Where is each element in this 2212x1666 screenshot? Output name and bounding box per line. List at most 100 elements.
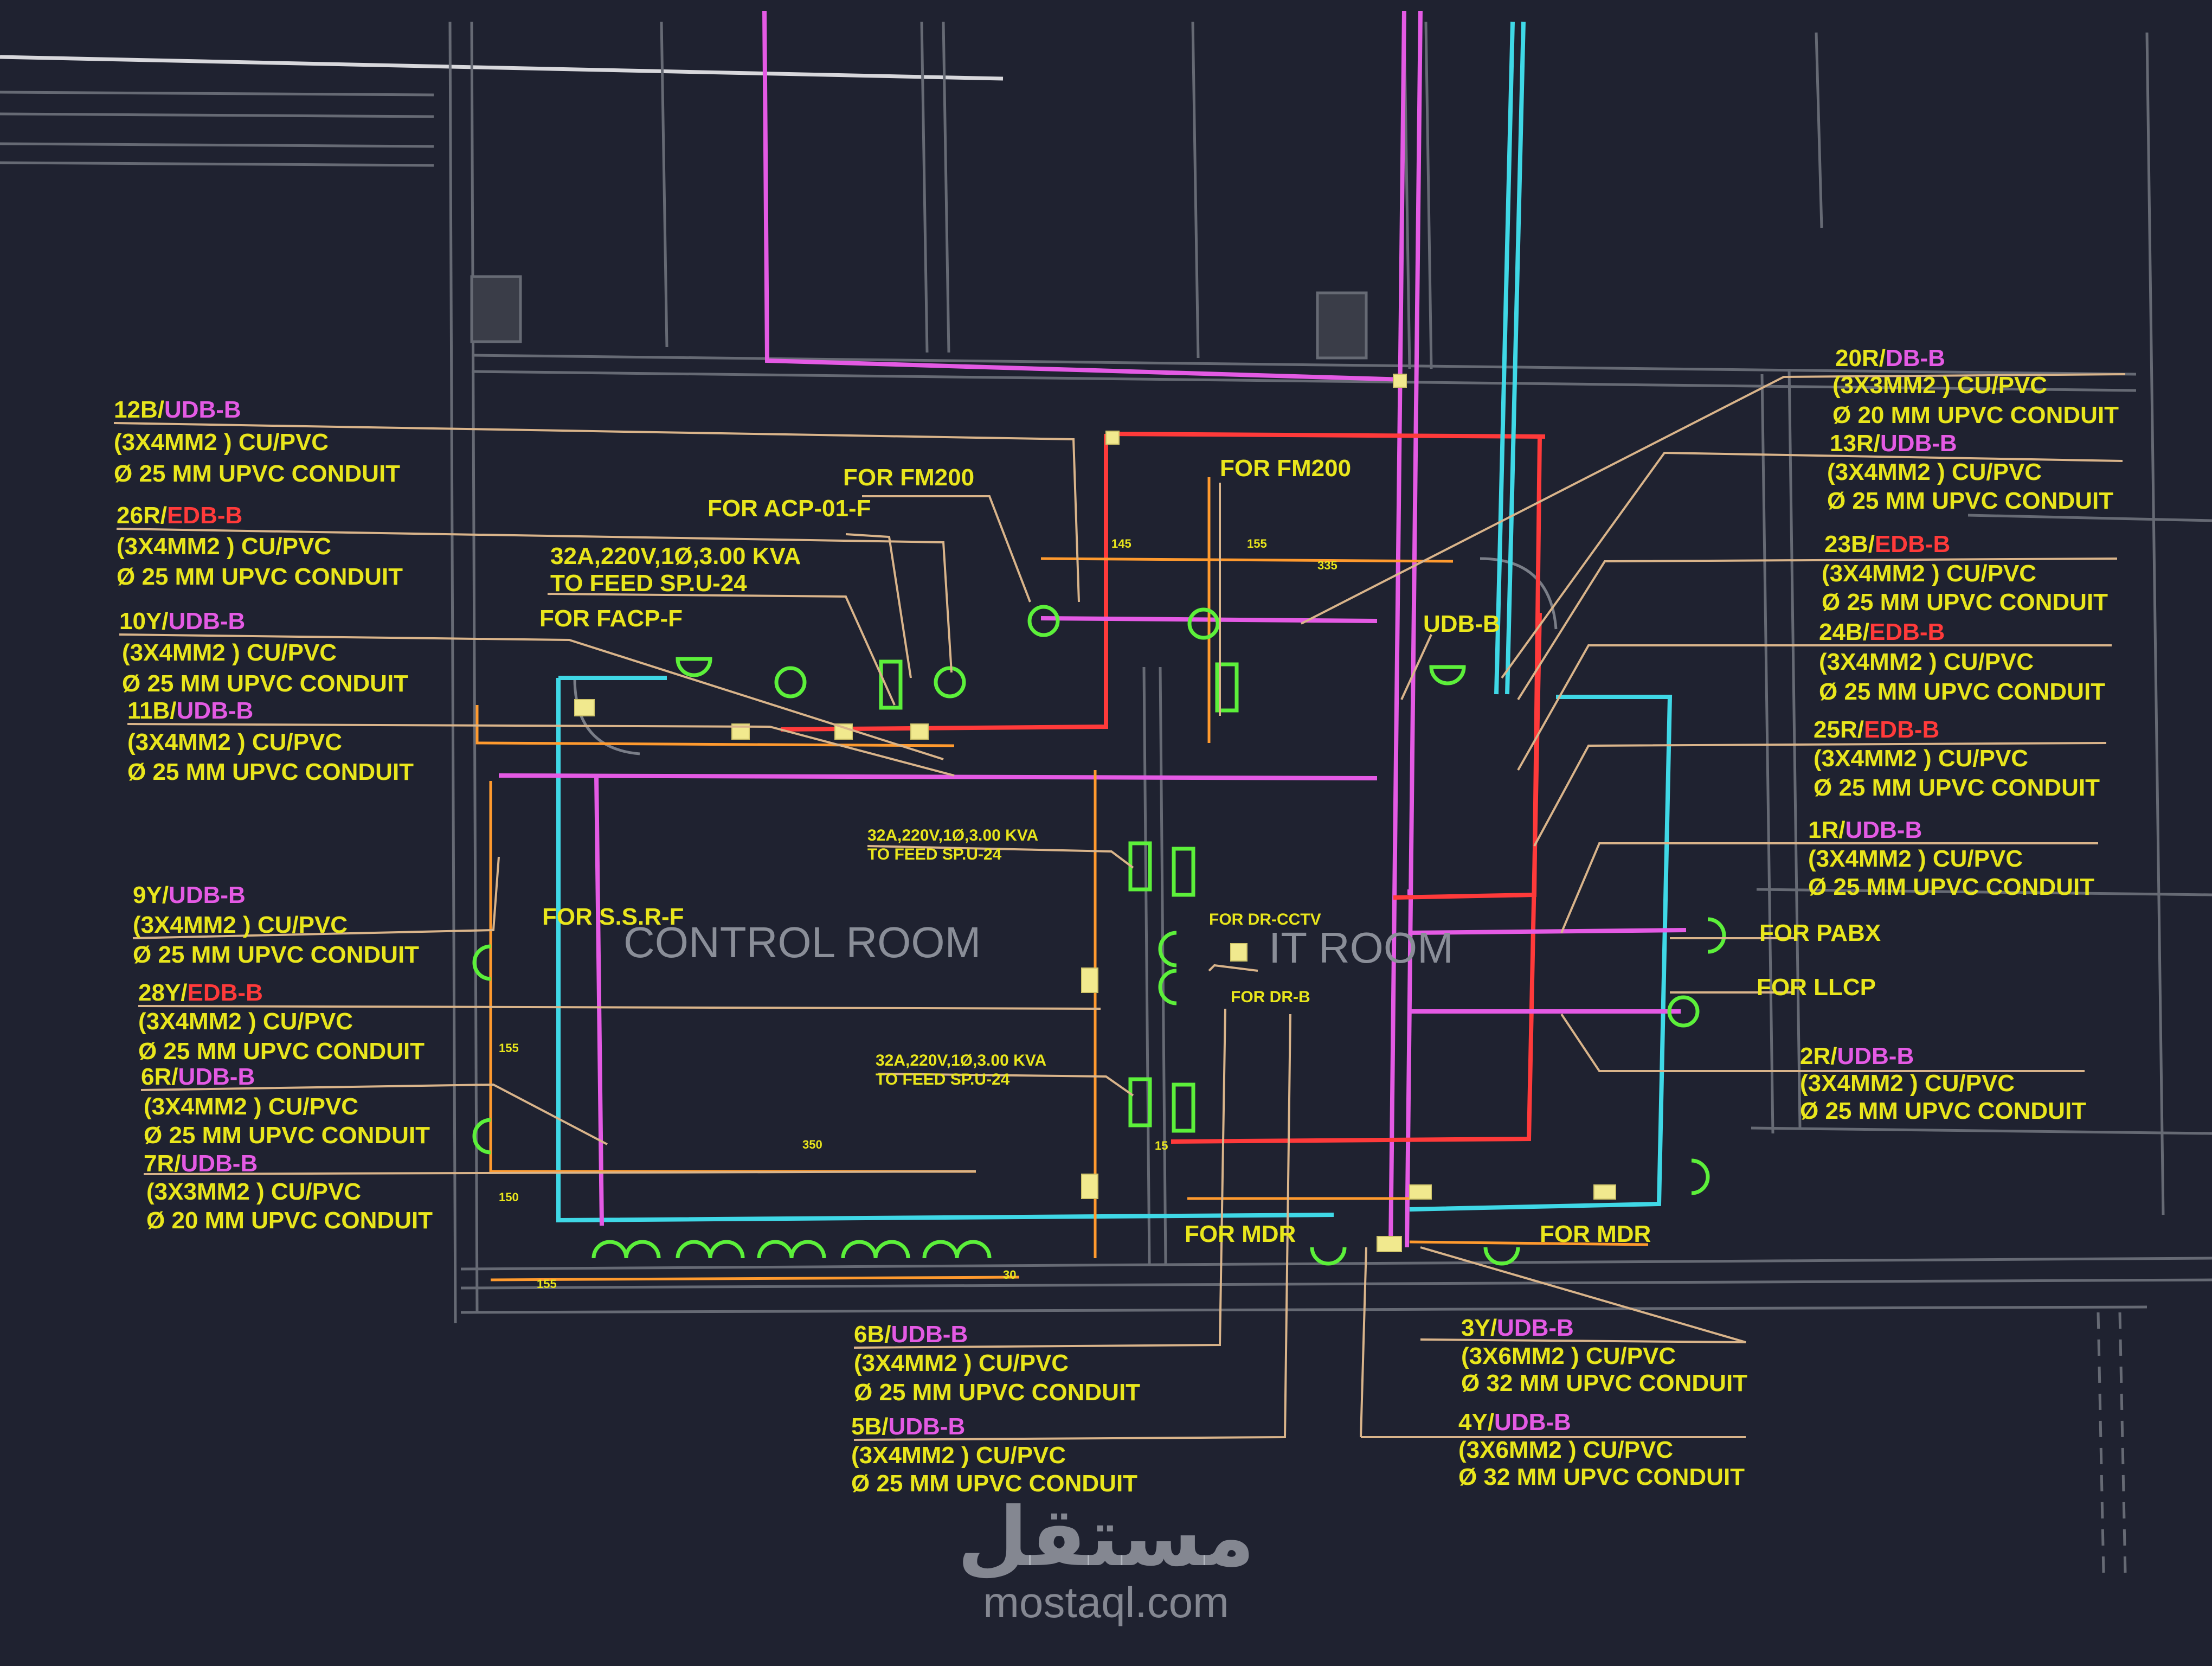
svg-text:Ø 25 MM UPVC CONDUIT: Ø 25 MM UPVC CONDUIT	[1822, 589, 2108, 616]
label-feed-small-1-title: 32A,220V,1Ø,3.00 KVA	[867, 826, 1038, 844]
svg-text:Ø 25 MM UPVC CONDUIT: Ø 25 MM UPVC CONDUIT	[1819, 678, 2105, 705]
svg-text:(3X4MM2 ) CU/PVC: (3X4MM2 ) CU/PVC	[122, 639, 337, 666]
socket-acp-icon	[774, 666, 807, 699]
svg-text:(3X4MM2 ) CU/PVC: (3X4MM2 ) CU/PVC	[1822, 560, 2036, 587]
svg-text:20R/DB-B: 20R/DB-B	[1835, 345, 1945, 371]
svg-text:Ø 32 MM UPVC CONDUIT: Ø 32 MM UPVC CONDUIT	[1461, 1370, 1747, 1396]
socket-llcp-icon	[1667, 995, 1700, 1028]
room-label-it: IT ROOM	[1269, 924, 1454, 972]
socket-dr-b-icon	[1158, 969, 1177, 1005]
svg-text:(3X4MM2 ) CU/PVC: (3X4MM2 ) CU/PVC	[1800, 1070, 2015, 1097]
svg-text:Ø 20 MM UPVC CONDUIT: Ø 20 MM UPVC CONDUIT	[1832, 402, 2119, 428]
floor-socket-2-icon	[624, 1240, 661, 1259]
panel-acp-icon	[879, 659, 903, 710]
circuit-block-2r: 2R/UDB-B (3X4MM2 ) CU/PVC Ø 25 MM UPVC C…	[1800, 1043, 2086, 1124]
circuit-block-20r: 20R/DB-B (3X3MM2 ) CU/PVC Ø 20 MM UPVC C…	[1832, 345, 2119, 428]
circuit-block-10y: 10Y/UDB-B (3X4MM2 ) CU/PVC Ø 25 MM UPVC …	[119, 608, 408, 697]
watermark-latin: mostaql.com	[983, 1578, 1229, 1626]
svg-text:23B/EDB-B: 23B/EDB-B	[1824, 531, 1950, 558]
svg-text:7R/UDB-B: 7R/UDB-B	[144, 1150, 258, 1177]
panel-fm200-icon	[1215, 662, 1239, 713]
circuit-block-28y: 28Y/EDB-B (3X4MM2 ) CU/PVC Ø 25 MM UPVC …	[138, 979, 425, 1065]
svg-text:(3X4MM2 ) CU/PVC: (3X4MM2 ) CU/PVC	[117, 533, 331, 560]
label-feed-small-1-sub: TO FEED SP.U-24	[867, 845, 1002, 863]
label-feed-small-2-sub: TO FEED SP.U-24	[876, 1071, 1010, 1088]
circuit-block-4y: 4Y/UDB-B (3X6MM2 ) CU/PVC Ø 32 MM UPVC C…	[1458, 1409, 1745, 1490]
svg-text:(3X4MM2 ) CU/PVC: (3X4MM2 ) CU/PVC	[1827, 459, 2042, 485]
circuit-block-6b: 6B/UDB-B (3X4MM2 ) CU/PVC Ø 25 MM UPVC C…	[854, 1321, 1140, 1406]
circuit-block-1r: 1R/UDB-B (3X4MM2 ) CU/PVC Ø 25 MM UPVC C…	[1808, 817, 2094, 900]
circuit-block-12b: 12B/UDB-B (3X4MM2 ) CU/PVC Ø 25 MM UPVC …	[114, 396, 400, 487]
junction-box-icon	[1593, 1184, 1616, 1200]
label-for-facp: FOR FACP-F	[539, 605, 683, 632]
svg-text:(3X4MM2 ) CU/PVC: (3X4MM2 ) CU/PVC	[133, 912, 348, 938]
svg-text:(3X4MM2 ) CU/PVC: (3X4MM2 ) CU/PVC	[114, 429, 329, 456]
circuit-block-24b: 24B/EDB-B (3X4MM2 ) CU/PVC Ø 25 MM UPVC …	[1819, 619, 2105, 705]
label-for-mdr-a: FOR MDR	[1185, 1221, 1296, 1247]
svg-text:11B/UDB-B: 11B/UDB-B	[127, 697, 253, 724]
label-for-acp: FOR ACP-01-F	[708, 495, 871, 522]
junction-box-icon	[574, 699, 595, 716]
socket-dr-cctv-icon	[1158, 931, 1177, 967]
socket-ssr-icon	[472, 944, 491, 981]
svg-text:Ø 25 MM UPVC CONDUIT: Ø 25 MM UPVC CONDUIT	[138, 1038, 425, 1065]
socket-udb-icon	[1429, 665, 1466, 685]
socket-2r-icon	[1691, 1158, 1710, 1195]
circuit-block-6r: 6R/UDB-B (3X4MM2 ) CU/PVC Ø 25 MM UPVC C…	[141, 1063, 430, 1149]
circuit-block-11b: 11B/UDB-B (3X4MM2 ) CU/PVC Ø 25 MM UPVC …	[127, 697, 414, 785]
svg-text:1R/UDB-B: 1R/UDB-B	[1808, 817, 1922, 843]
svg-text:4Y/UDB-B: 4Y/UDB-B	[1458, 1409, 1571, 1436]
circuit-block-5b: 5B/UDB-B (3X4MM2 ) CU/PVC Ø 25 MM UPVC C…	[851, 1413, 1137, 1497]
floor-socket-7-icon	[841, 1240, 878, 1259]
svg-text:10Y/UDB-B: 10Y/UDB-B	[119, 608, 245, 635]
svg-text:(3X4MM2 ) CU/PVC: (3X4MM2 ) CU/PVC	[144, 1093, 358, 1120]
svg-text:(3X4MM2 ) CU/PVC: (3X4MM2 ) CU/PVC	[1814, 745, 2028, 772]
svg-text:3Y/UDB-B: 3Y/UDB-B	[1461, 1315, 1574, 1341]
svg-text:28Y/EDB-B: 28Y/EDB-B	[138, 979, 263, 1006]
svg-text:(3X6MM2 ) CU/PVC: (3X6MM2 ) CU/PVC	[1458, 1437, 1673, 1463]
svg-text:Ø 25 MM UPVC CONDUIT: Ø 25 MM UPVC CONDUIT	[1814, 774, 2100, 801]
junction-box-icon	[1393, 374, 1407, 388]
svg-text:(3X4MM2 ) CU/PVC: (3X4MM2 ) CU/PVC	[1808, 845, 2023, 872]
svg-text:Ø 25 MM UPVC CONDUIT: Ø 25 MM UPVC CONDUIT	[133, 941, 419, 968]
svg-text:Ø 25 MM UPVC CONDUIT: Ø 25 MM UPVC CONDUIT	[117, 563, 403, 590]
junction-box-icon	[1081, 1174, 1098, 1199]
socket-6r-icon	[472, 1118, 491, 1155]
svg-text:9Y/UDB-B: 9Y/UDB-B	[133, 882, 246, 908]
svg-text:(3X6MM2 ) CU/PVC: (3X6MM2 ) CU/PVC	[1461, 1343, 1676, 1369]
panel-spu-d-icon	[1172, 1082, 1195, 1133]
junction-box-icon	[1081, 967, 1098, 993]
junction-box-icon	[1230, 943, 1248, 962]
svg-text:Ø 32 MM UPVC CONDUIT: Ø 32 MM UPVC CONDUIT	[1458, 1464, 1745, 1490]
label-feed-spu-title: 32A,220V,1Ø,3.00 KVA	[550, 543, 801, 569]
junction-box-icon	[1377, 1236, 1402, 1252]
label-for-ssr: FOR S.S.R-F	[542, 904, 684, 930]
svg-text:Ø 25 MM UPVC CONDUIT: Ø 25 MM UPVC CONDUIT	[122, 670, 408, 697]
svg-text:(3X3MM2 ) CU/PVC: (3X3MM2 ) CU/PVC	[146, 1178, 361, 1205]
svg-text:(3X4MM2 ) CU/PVC: (3X4MM2 ) CU/PVC	[851, 1442, 1066, 1469]
dim-155-bottom: 155	[537, 1277, 557, 1291]
label-udb-b: UDB-B	[1423, 611, 1500, 637]
svg-text:Ø 25 MM UPVC CONDUIT: Ø 25 MM UPVC CONDUIT	[1808, 874, 2094, 900]
panel-spu-c-icon	[1128, 1077, 1152, 1127]
svg-text:(3X4MM2 ) CU/PVC: (3X4MM2 ) CU/PVC	[127, 729, 342, 755]
socket-mdr-a-icon	[1310, 1247, 1347, 1266]
floor-socket-1-icon	[591, 1240, 628, 1259]
circuit-block-26r: 26R/EDB-B (3X4MM2 ) CU/PVC Ø 25 MM UPVC …	[117, 502, 403, 590]
panel-spu-b-icon	[1172, 847, 1195, 897]
floor-socket-6-icon	[789, 1240, 826, 1259]
floor-socket-4-icon	[708, 1240, 745, 1259]
label-for-pabx: FOR PABX	[1759, 920, 1881, 946]
junction-box-icon	[1105, 431, 1120, 445]
svg-text:5B/UDB-B: 5B/UDB-B	[851, 1413, 965, 1440]
watermark-arabic: مستقل	[957, 1490, 1255, 1585]
svg-text:Ø 25 MM UPVC CONDUIT: Ø 25 MM UPVC CONDUIT	[127, 759, 414, 785]
label-layer: CONTROL ROOM IT ROOM 12B/UDB-B (3X4MM2 )…	[114, 345, 2119, 1497]
label-for-mdr-b: FOR MDR	[1540, 1221, 1651, 1247]
dim-150: 150	[499, 1190, 519, 1204]
svg-text:Ø 25 MM UPVC CONDUIT: Ø 25 MM UPVC CONDUIT	[144, 1122, 430, 1149]
dim-350: 350	[802, 1138, 822, 1151]
socket-facp-icon	[934, 666, 966, 699]
label-feed-spu-sub: TO FEED SP.U-24	[550, 570, 747, 597]
